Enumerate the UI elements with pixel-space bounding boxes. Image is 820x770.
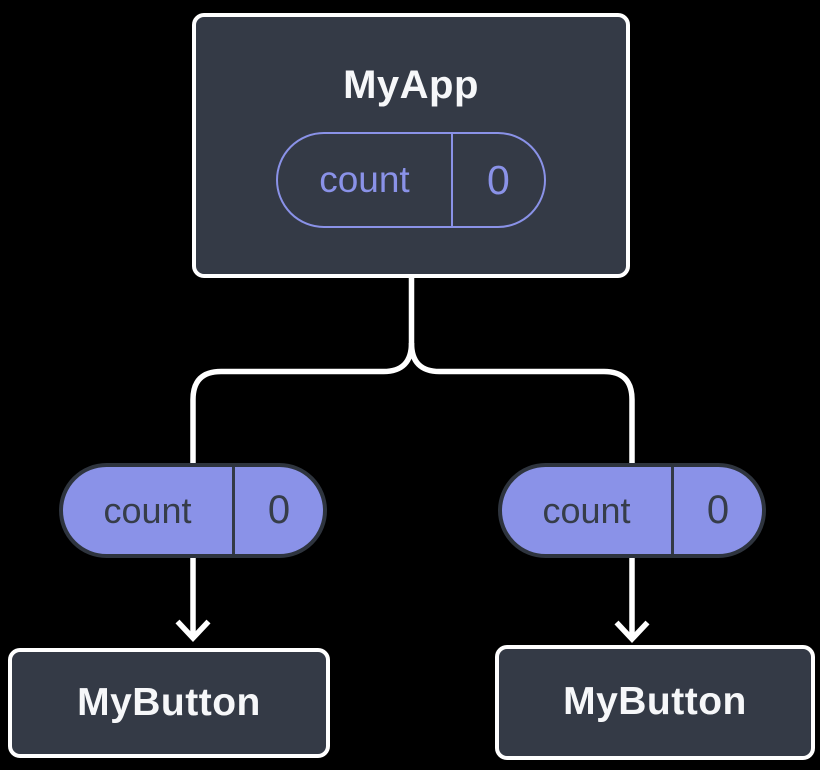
state-value: 0: [487, 156, 510, 203]
state-name-label: count: [278, 134, 453, 226]
prop-name-label: count: [502, 467, 674, 554]
node-mybutton-left: MyButton: [8, 648, 330, 758]
node-mybutton-title: MyButton: [77, 680, 261, 724]
node-mybutton-right: MyButton: [495, 645, 815, 760]
tree-branch-left: [190, 342, 415, 636]
prop-value: 0: [267, 488, 291, 532]
prop-pill-left: count 0: [59, 463, 327, 558]
arrowhead-down-left-icon: [175, 619, 211, 643]
node-myapp: MyApp count 0: [192, 13, 630, 278]
arrowhead-down-right-icon: [614, 620, 650, 644]
prop-value: 0: [706, 488, 730, 532]
prop-name-label: count: [63, 467, 235, 554]
node-mybutton-title: MyButton: [563, 680, 747, 724]
prop-pill-right: count 0: [498, 463, 766, 558]
node-myapp-title: MyApp: [343, 63, 479, 107]
tree-branch-right: [408, 342, 635, 637]
state-pill: count 0: [276, 132, 546, 228]
